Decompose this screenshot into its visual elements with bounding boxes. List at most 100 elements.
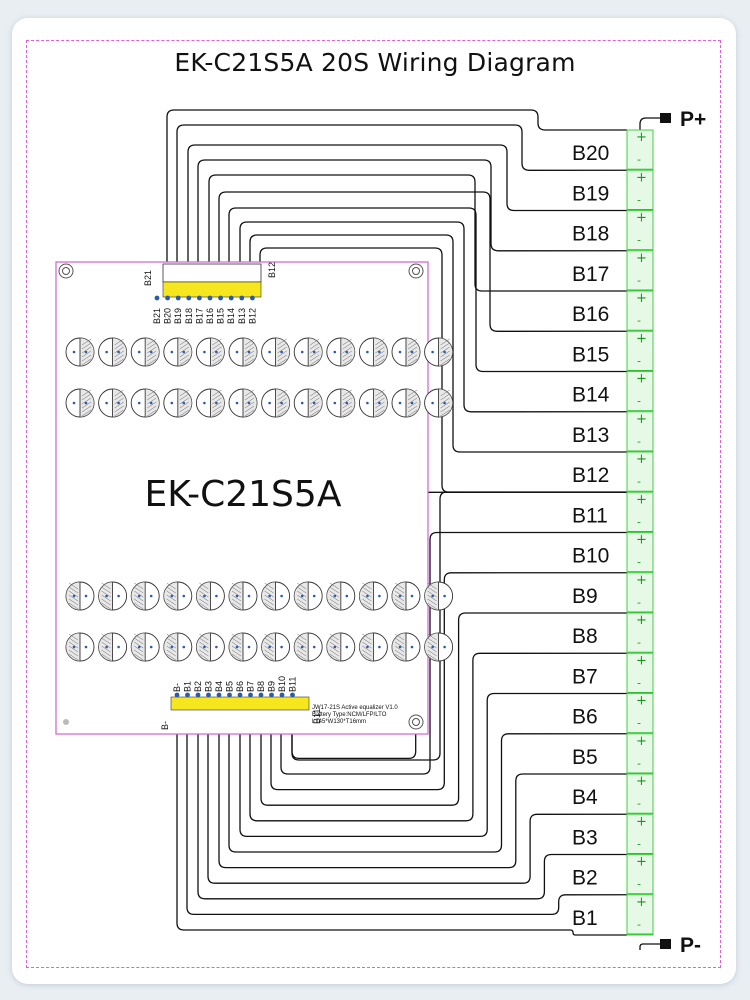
hatch-line xyxy=(199,590,209,598)
hatch-line xyxy=(375,389,385,397)
capacitor-pad xyxy=(84,594,88,598)
cell-minus-sign: - xyxy=(637,354,641,367)
cell-minus-sign: - xyxy=(637,515,641,528)
hatch-line xyxy=(68,594,79,602)
bottom-pin-dot xyxy=(174,692,180,698)
capacitor xyxy=(326,337,356,367)
hatch-line xyxy=(68,633,79,641)
hatch-line xyxy=(199,586,209,594)
hatch-line xyxy=(114,350,124,358)
capacitor-pad xyxy=(247,594,251,598)
cell-body xyxy=(626,411,654,453)
cell-label-b19: B19 xyxy=(572,182,609,205)
capacitor-pad xyxy=(203,645,206,649)
hatch-line xyxy=(101,582,111,590)
hatch-line xyxy=(134,649,144,657)
hatch-line xyxy=(147,338,157,346)
top-pin-dot xyxy=(239,295,245,301)
cell-minus-sign: - xyxy=(637,797,641,810)
cell-label-b1: B1 xyxy=(572,907,598,930)
capacitor xyxy=(358,581,388,611)
hatch-line xyxy=(147,350,157,358)
top-pin-label-b12: B12 xyxy=(247,308,257,324)
wire-b11-return xyxy=(291,491,627,761)
capacitor-pad xyxy=(280,350,283,354)
cell-minus-sign: - xyxy=(637,475,641,488)
hatch-line xyxy=(362,590,372,598)
hatch-line xyxy=(277,409,287,417)
top-pin-dot xyxy=(218,295,224,301)
cell-plus-sign: + xyxy=(636,170,647,185)
hatch-line xyxy=(264,594,274,602)
negative-terminal-block xyxy=(660,939,671,949)
capacitor-pad xyxy=(378,645,381,649)
wire-b10 xyxy=(280,531,627,775)
capacitor-pad xyxy=(333,594,337,598)
capacitor-pad xyxy=(182,594,186,598)
capacitor-pad xyxy=(398,350,402,354)
hatch-line xyxy=(179,401,189,409)
cell-minus-sign: - xyxy=(637,395,641,408)
hatch-line xyxy=(68,590,79,598)
capacitor xyxy=(195,337,225,367)
capacitor-pad xyxy=(312,350,316,354)
hatch-line xyxy=(394,590,405,598)
capacitor-pad xyxy=(333,401,337,405)
hatch-line xyxy=(277,358,287,366)
cell-minus-sign: - xyxy=(637,153,641,166)
cell-minus-sign: - xyxy=(637,193,641,206)
hatch-line xyxy=(231,641,242,649)
top-pin-dot xyxy=(207,295,213,301)
hatch-line xyxy=(212,358,222,366)
hatch-line xyxy=(440,350,450,358)
bottom-pin-label-b9: B9 xyxy=(267,681,277,692)
hatch-line xyxy=(394,637,405,645)
top-connector-header xyxy=(162,263,262,283)
hatch-line xyxy=(101,633,111,641)
capacitor-pad xyxy=(137,350,141,354)
hatch-line xyxy=(329,645,339,653)
cell-labels: B20B19B18B17B16B15B14B13B12B11B10B9B8B7B… xyxy=(572,142,610,930)
hatch-line xyxy=(199,594,209,602)
capacitor-pad xyxy=(170,401,174,405)
capacitor-pad xyxy=(137,594,141,598)
capacitor xyxy=(424,581,454,611)
battery-cell-b17: +- xyxy=(626,250,654,292)
cell-label-b2: B2 xyxy=(572,867,598,890)
hatch-line xyxy=(68,602,79,610)
cell-body xyxy=(626,210,654,252)
cell-label-b11: B11 xyxy=(572,504,608,527)
cell-label-b6: B6 xyxy=(572,706,598,729)
hatch-line xyxy=(264,641,274,649)
hatch-line xyxy=(375,397,385,405)
bottom-pin-label-b6: B6 xyxy=(235,681,245,692)
hatch-line xyxy=(297,641,307,649)
capacitor xyxy=(65,337,95,367)
cell-minus-sign: - xyxy=(637,596,641,609)
capacitor-pad xyxy=(117,350,120,354)
hatch-line xyxy=(427,582,437,590)
capacitor xyxy=(358,388,388,418)
hatch-line xyxy=(329,598,339,606)
battery-cell-b18: +- xyxy=(626,210,654,252)
top-pin-label-b14: B14 xyxy=(226,308,236,324)
hatch-line xyxy=(277,397,287,405)
capacitor xyxy=(261,388,291,418)
battery-cell-b12: +- xyxy=(626,451,654,493)
capacitor-pad xyxy=(345,401,349,405)
wire-p-minus xyxy=(639,943,660,950)
capacitor-pad xyxy=(268,594,271,598)
capacitor-pad xyxy=(345,594,349,598)
cell-minus-sign: - xyxy=(637,918,641,931)
hatch-line xyxy=(407,358,418,366)
cell-label-b7: B7 xyxy=(572,665,598,688)
hatch-line xyxy=(166,590,176,598)
cell-label-b17: B17 xyxy=(572,263,609,286)
capacitor xyxy=(195,388,225,418)
capacitor xyxy=(65,388,95,418)
hatch-line xyxy=(212,393,222,401)
hatch-line xyxy=(342,338,352,346)
bottom-pin-label-b8: B8 xyxy=(256,681,266,692)
hatch-line xyxy=(440,393,450,401)
